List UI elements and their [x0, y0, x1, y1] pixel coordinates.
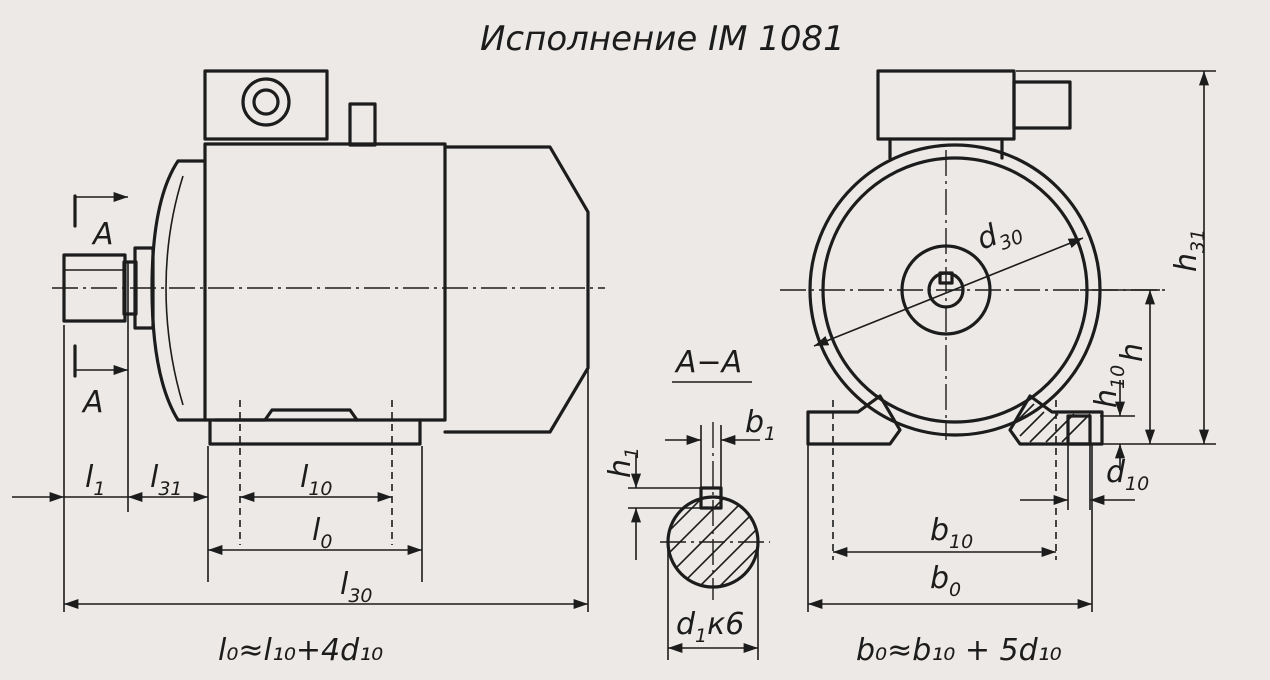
stator-body: [203, 142, 447, 422]
shaft-key: [699, 486, 723, 510]
fan-cover: [443, 145, 590, 434]
label-h31: h31: [1169, 229, 1209, 272]
section-marker-bottom: A: [81, 385, 104, 420]
section-view: A−A b1 h1 d1к6: [603, 345, 776, 660]
formula-left: l₀≈l₁₀+4d₁₀: [218, 633, 383, 668]
label-b1: b1: [745, 405, 776, 445]
label-d1k6: d1к6: [676, 607, 744, 647]
foot-bolt-hole: [1066, 414, 1092, 446]
cable-gland-outer: [241, 77, 291, 127]
label-l31: l31: [150, 460, 183, 500]
front-terminal-box: [876, 69, 1016, 141]
side-view: A A l1 l31 l10 l0 l30 l₀≈l₁₀+4d₁₀: [12, 69, 605, 668]
cable-gland-inner: [252, 88, 280, 116]
title: Исполнение IM 1081: [480, 19, 845, 59]
front-cable-gland: [1012, 80, 1072, 130]
lifting-eye: [348, 102, 377, 147]
label-h10: h10: [1089, 365, 1129, 408]
terminal-box: [203, 69, 329, 141]
label-d10: d10: [1106, 455, 1149, 495]
front-view: d30 h31 h h10 d10 b10 b0 b₀≈b₁₀ + 5d₁: [780, 69, 1216, 668]
label-l10: l10: [300, 460, 333, 500]
front-shield: [150, 159, 207, 422]
formula-right: b₀≈b₁₀ + 5d₁₀: [856, 633, 1062, 668]
label-b0: b0: [930, 561, 961, 601]
section-marker-top: A: [91, 217, 114, 252]
label-h: h: [1115, 343, 1150, 362]
label-l1: l1: [85, 460, 105, 500]
label-d30: d30: [972, 209, 1027, 262]
label-h1: h1: [603, 447, 643, 478]
label-l30: l30: [340, 567, 373, 607]
foot: [208, 418, 422, 446]
label-b10: b10: [930, 513, 973, 553]
section-view-label: A−A: [674, 345, 742, 380]
label-l0: l0: [312, 513, 332, 553]
